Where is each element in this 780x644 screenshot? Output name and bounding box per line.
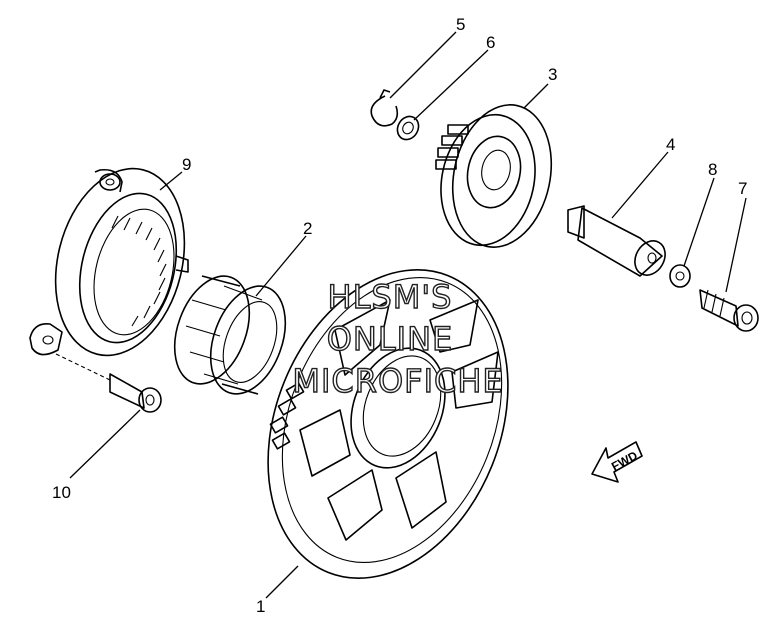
part-2-needle-bearing — [173, 275, 287, 395]
callout-3: 3 — [548, 65, 557, 84]
fwd-direction-arrow: FWD — [591, 441, 643, 483]
watermark: HLSM'S ONLINE MICROFICHE — [292, 277, 504, 400]
part-8-washer — [669, 264, 691, 288]
callout-labels: 1 2 3 4 5 6 7 8 9 10 — [52, 15, 747, 616]
callout-10: 10 — [52, 483, 71, 502]
leader-lines — [69, 31, 747, 599]
watermark-line-3: MICROFICHE — [292, 362, 503, 400]
callout-9: 9 — [182, 155, 191, 174]
fwd-label: FWD — [609, 448, 640, 473]
part-4-shaft — [567, 205, 666, 277]
part-9-clutch-housing — [29, 167, 189, 357]
watermark-line-1: HLSM'S — [328, 278, 453, 316]
callout-8: 8 — [708, 160, 717, 179]
part-3-idler-gear — [435, 104, 553, 248]
part-10-bolt — [55, 353, 162, 413]
callout-5: 5 — [456, 15, 465, 34]
callout-6: 6 — [486, 33, 495, 52]
callout-4: 4 — [666, 135, 675, 154]
part-1-starter-gear — [267, 269, 509, 579]
part-7-bolt — [699, 289, 759, 332]
watermark-line-2: ONLINE — [327, 320, 454, 358]
callout-7: 7 — [738, 179, 747, 198]
callout-1: 1 — [256, 597, 265, 616]
part-6-washer — [396, 115, 420, 141]
part-5-circlip — [370, 89, 399, 127]
callout-2: 2 — [303, 219, 312, 238]
